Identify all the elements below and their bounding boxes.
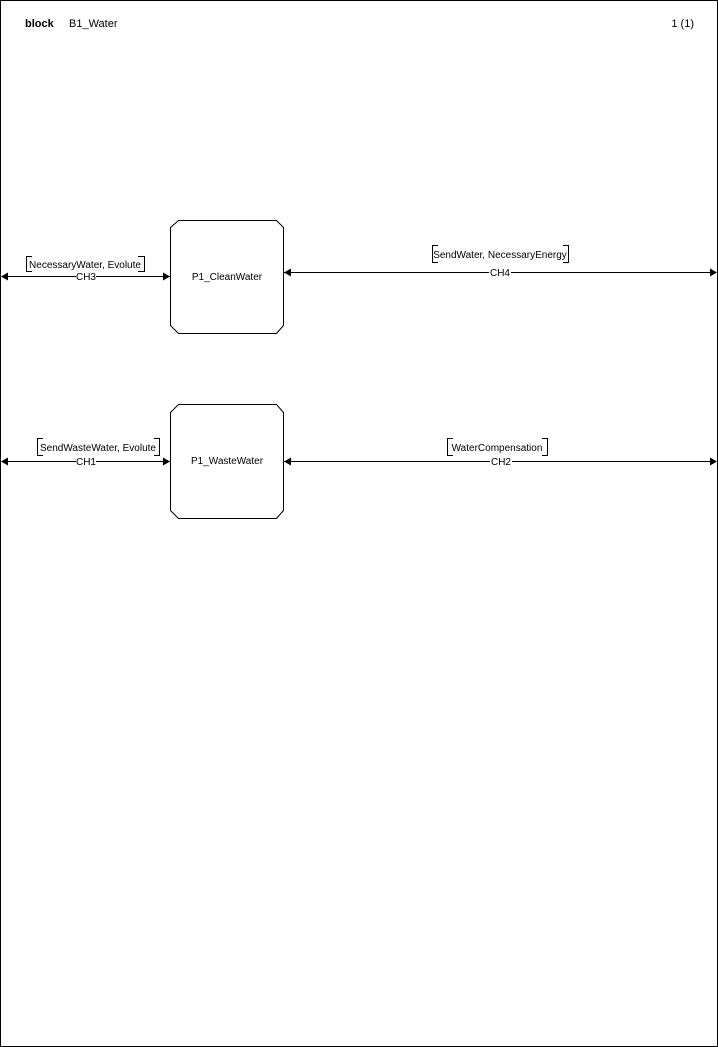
arrowhead-right [710, 268, 717, 277]
arrowhead-left [1, 457, 8, 466]
channel-name: CH1 [76, 457, 96, 468]
signal-list: NecessaryWater, Evolute [29, 260, 141, 271]
signal-list: WaterCompensation [452, 443, 543, 454]
signal-bracket-right [563, 245, 569, 263]
process-shape [170, 220, 284, 334]
page-number: 1 (1) [671, 18, 694, 30]
arrowhead-left [284, 268, 291, 277]
signal-list: SendWasteWater, Evolute [40, 443, 156, 454]
channel-name: CH4 [490, 268, 510, 279]
arrowhead-right [163, 272, 170, 281]
signal-bracket-left [447, 438, 453, 456]
block-keyword: block [25, 18, 55, 30]
process-p1-wastewater[interactable]: P1_WasteWater [170, 404, 284, 519]
signal-bracket-left [26, 256, 32, 272]
signal-bracket-right [154, 438, 160, 456]
arrowhead-right [163, 457, 170, 466]
signal-bracket-left [37, 438, 43, 456]
channel-name: CH3 [76, 272, 96, 283]
channel-name: CH2 [491, 457, 511, 468]
process-name: P1_CleanWater [192, 272, 263, 283]
process-shape [170, 404, 284, 519]
process-name: P1_WasteWater [191, 456, 264, 467]
arrowhead-left [1, 272, 8, 281]
process-p1-cleanwater[interactable]: P1_CleanWater [170, 220, 284, 334]
signal-bracket-right [542, 438, 548, 456]
arrowhead-left [284, 457, 291, 466]
signal-bracket-right [138, 256, 145, 272]
channel-ch2[interactable]: WaterCompensation CH2 [284, 438, 717, 469]
channel-ch3[interactable]: NecessaryWater, Evolute CH3 [1, 256, 170, 284]
signal-bracket-left [432, 245, 438, 263]
channel-ch1[interactable]: SendWasteWater, Evolute CH1 [1, 438, 170, 469]
channel-ch4[interactable]: SendWater, NecessaryEnergy CH4 [284, 245, 717, 280]
arrowhead-right [710, 457, 717, 466]
block-name: B1_Water [69, 18, 118, 30]
signal-list: SendWater, NecessaryEnergy [433, 250, 567, 261]
